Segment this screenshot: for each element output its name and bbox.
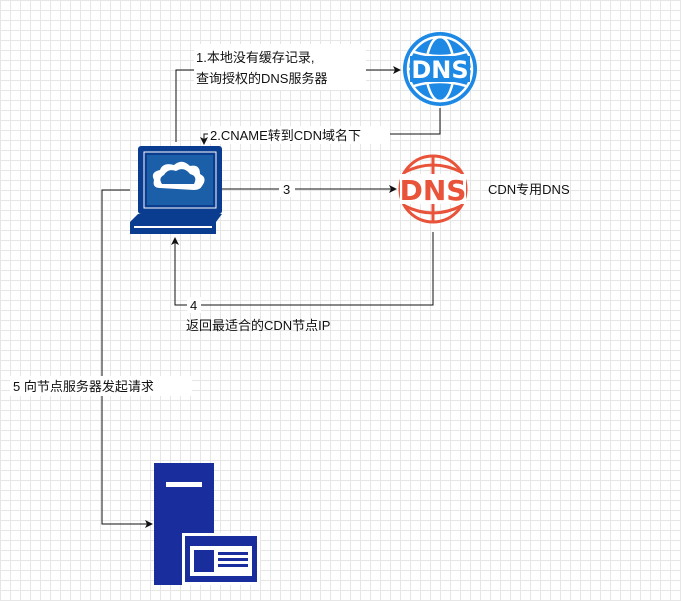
dns-globe-icon: DNS bbox=[403, 32, 477, 106]
step3-label: 3 bbox=[283, 182, 290, 197]
step1-label-line1: 1.本地没有缓存记录, bbox=[196, 50, 314, 65]
step5-label: 5 向节点服务器发起请求 bbox=[13, 379, 154, 394]
cdn-dns-icon: DNS bbox=[398, 154, 468, 224]
step2-label: 2.CNAME转到CDN域名下 bbox=[210, 128, 361, 143]
step4-label: 返回最适合的CDN节点IP bbox=[186, 318, 330, 333]
dns-top-text: DNS bbox=[411, 56, 468, 84]
step1-label-line2: 查询授权的DNS服务器 bbox=[196, 71, 327, 86]
step4-number: 4 bbox=[190, 298, 197, 313]
arrow-step5 bbox=[101, 189, 153, 528]
dns-cdn-text: DNS bbox=[400, 174, 467, 207]
client-computer-icon bbox=[130, 146, 222, 234]
server-icon bbox=[154, 463, 260, 585]
cdn-dns-label: CDN专用DNS bbox=[488, 182, 570, 197]
arrow-step4 bbox=[171, 232, 434, 306]
